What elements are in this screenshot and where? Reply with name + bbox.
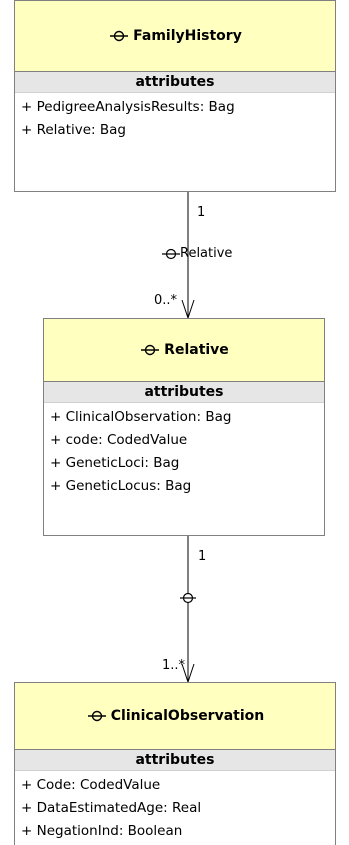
- attribute-item: + Relative: Bag: [21, 122, 126, 138]
- attribute-list: + PedigreeAnalysisResults: Bag + Relativ…: [15, 93, 335, 142]
- attribute-item: + PedigreeAnalysisResults: Bag: [21, 99, 235, 115]
- target-multiplicity: 0..*: [154, 293, 178, 308]
- attribute-list: + ClinicalObservation: Bag + code: Coded…: [44, 403, 324, 498]
- class-clinicalobservation[interactable]: ClinicalObservation attributes + Code: C…: [14, 682, 336, 845]
- attribute-item: + Code: CodedValue: [21, 777, 161, 793]
- attribute-item: + GeneticLoci: Bag: [50, 455, 180, 471]
- association-connector-icon: [160, 248, 182, 260]
- association-connector-icon: [180, 592, 196, 604]
- attributes-section-title: attributes: [15, 72, 335, 93]
- class-header: Relative: [44, 319, 324, 382]
- class-relative[interactable]: Relative attributes + ClinicalObservatio…: [43, 318, 325, 536]
- class-connector-icon: [108, 30, 130, 42]
- attribute-item: + NegationInd: Boolean: [21, 823, 183, 839]
- target-multiplicity: 1..*: [162, 658, 186, 673]
- attributes-section-title: attributes: [15, 750, 335, 771]
- attributes-section-title: attributes: [44, 382, 324, 403]
- attribute-item: + ClinicalObservation: Bag: [50, 409, 232, 425]
- class-name: ClinicalObservation: [110, 708, 265, 724]
- class-header: ClinicalObservation: [15, 683, 335, 750]
- attribute-item: + DataEstimatedAge: Real: [21, 800, 202, 816]
- class-header: FamilyHistory: [15, 1, 335, 72]
- class-familyhistory[interactable]: FamilyHistory attributes + PedigreeAnaly…: [14, 0, 336, 192]
- attribute-item: + GeneticLocus: Bag: [50, 478, 192, 494]
- class-name: FamilyHistory: [133, 28, 242, 44]
- class-connector-icon: [86, 710, 108, 722]
- association-label: Relative: [180, 246, 233, 261]
- attribute-list: + Code: CodedValue + DataEstimatedAge: R…: [15, 771, 335, 843]
- attribute-item: + code: CodedValue: [50, 432, 188, 448]
- source-multiplicity: 1: [198, 549, 207, 564]
- class-connector-icon: [139, 344, 161, 356]
- source-multiplicity: 1: [197, 205, 206, 220]
- class-name: Relative: [164, 342, 229, 358]
- association-name: Relative: [160, 246, 232, 262]
